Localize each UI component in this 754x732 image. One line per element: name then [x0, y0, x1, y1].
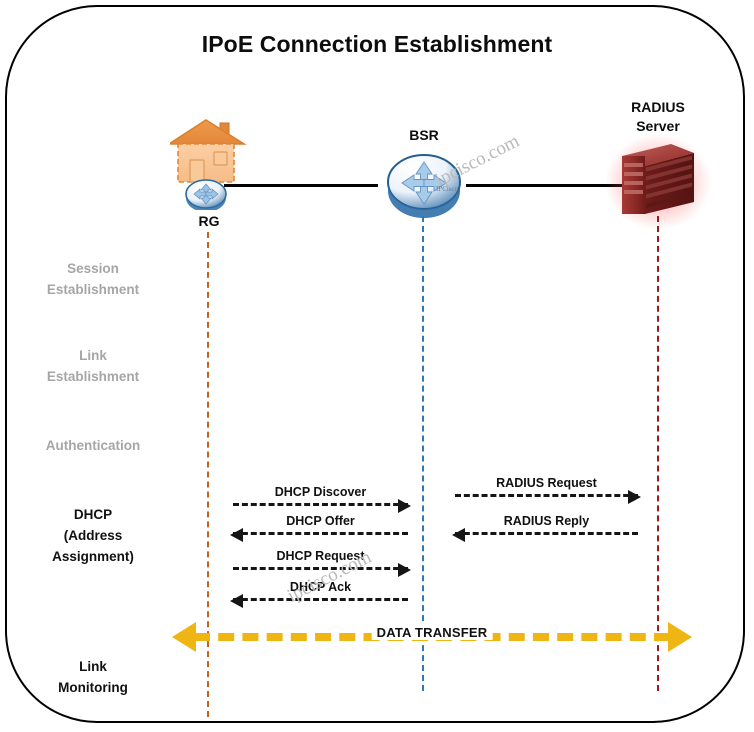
message-dhcp-ack: DHCP Ack — [230, 580, 408, 608]
arrowhead-right-icon — [668, 622, 692, 652]
message-dhcp-offer: DHCP Offer — [230, 514, 408, 542]
stage-dhcp: DHCP (Address Assignment) — [8, 504, 178, 567]
message-radius-reply: RADIUS Reply — [452, 514, 638, 542]
stage-session-establishment-line1: Session — [67, 261, 119, 276]
arrowhead-left-icon — [230, 594, 243, 608]
message-dhcp-ack-label: DHCP Ack — [289, 580, 352, 594]
stage-dhcp-line1: DHCP — [73, 507, 113, 522]
stage-link-monitoring: Link Monitoring — [8, 656, 178, 698]
node-label-rg: RG — [198, 213, 220, 229]
stage-dhcp-line2: (Address — [63, 528, 123, 543]
message-radius-reply-label: RADIUS Reply — [503, 514, 590, 528]
stage-authentication: Authentication — [8, 435, 178, 456]
page-title: IPoE Connection Establishment — [201, 31, 553, 57]
lifeline-rg — [207, 232, 209, 717]
message-dhcp-request-label: DHCP Request — [276, 549, 365, 563]
lifeline-radius — [657, 216, 659, 691]
message-dhcp-discover: DHCP Discover — [233, 485, 411, 513]
message-dhcp-request: DHCP Request — [233, 549, 411, 577]
message-dhcp-request-line — [233, 567, 408, 570]
arrowhead-right-icon — [398, 563, 411, 577]
stage-link-establishment: Link Establishment — [8, 345, 178, 387]
message-dhcp-offer-line — [233, 532, 408, 535]
message-radius-request-label: RADIUS Request — [496, 476, 597, 490]
lifeline-bsr — [422, 216, 424, 691]
message-dhcp-discover-label: DHCP Discover — [274, 485, 367, 499]
diagram-frame — [5, 5, 745, 723]
house-router-icon — [166, 118, 248, 212]
stage-link-establishment-line1: Link — [79, 348, 107, 363]
server-icon — [605, 130, 711, 230]
stage-authentication-line1: Authentication — [45, 438, 141, 453]
data-transfer-label: DATA TRANSFER — [371, 625, 493, 640]
node-label-radius-line1: RADIUS — [631, 99, 685, 115]
stage-session-establishment-line2: Establishment — [46, 282, 140, 297]
node-label-bsr: BSR — [409, 127, 439, 143]
arrowhead-left-icon — [452, 528, 465, 542]
message-radius-request-line — [455, 494, 638, 497]
stage-dhcp-line3: Assignment) — [52, 549, 134, 564]
message-radius-request: RADIUS Request — [455, 476, 641, 504]
message-dhcp-discover-line — [233, 503, 408, 506]
message-dhcp-ack-line — [233, 598, 408, 601]
link-rg-to-bsr — [224, 184, 378, 187]
link-bsr-to-radius — [466, 184, 648, 187]
stage-session-establishment: Session Establishment — [8, 258, 178, 300]
arrowhead-right-icon — [628, 490, 641, 504]
arrowhead-left-icon — [172, 622, 196, 652]
message-radius-reply-line — [455, 532, 638, 535]
stage-link-monitoring-line1: Link — [79, 659, 107, 674]
data-transfer-band: DATA TRANSFER — [172, 622, 692, 652]
router-icon: IPCisco — [378, 146, 470, 222]
arrowhead-right-icon — [398, 499, 411, 513]
node-label-radius-line2: Server — [636, 118, 680, 134]
arrowhead-left-icon — [230, 528, 243, 542]
message-dhcp-offer-label: DHCP Offer — [286, 514, 355, 528]
stage-link-monitoring-line2: Monitoring — [58, 680, 128, 695]
svg-text:IPCisco: IPCisco — [436, 185, 459, 193]
stage-link-establishment-line2: Establishment — [46, 369, 140, 384]
